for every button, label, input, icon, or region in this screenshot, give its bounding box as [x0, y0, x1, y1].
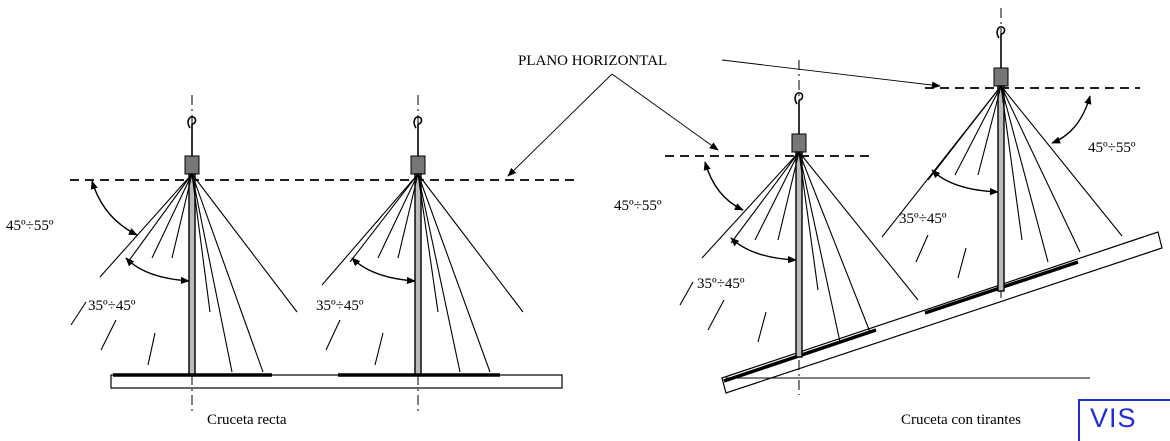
angle-label-5: 35º÷45º: [697, 276, 745, 292]
label-plano-horizontal: PLANO HORIZONTAL: [518, 53, 667, 69]
caption-cruceta-recta: Cruceta recta: [207, 412, 287, 428]
vis-badge-text: VIS: [1090, 403, 1137, 433]
angle-label-6: 35º÷45º: [899, 211, 947, 227]
angle-label-2: 35º÷45º: [88, 298, 136, 314]
crossarm-straight: [110, 373, 563, 389]
diagram-svg: PLANO HORIZONTAL 45º÷55º 35º÷45º 35º÷45º…: [6, 8, 1163, 428]
insulator-2: [321, 95, 524, 415]
angle-label-3: 35º÷45º: [316, 298, 364, 314]
leader-lines: [507, 59, 941, 177]
angle-label-4: 45º÷55º: [614, 198, 662, 214]
angle-label-1: 45º÷55º: [6, 218, 54, 234]
caption-cruceta-tirantes: Cruceta con tirantes: [901, 412, 1021, 428]
angle-label-7: 45º÷55º: [1088, 140, 1136, 156]
insulator-1: [70, 95, 298, 415]
crossarm-inclined: [721, 231, 1163, 394]
insulator-4: [881, 8, 1123, 300]
diagram-canvas: PLANO HORIZONTAL 45º÷55º 35º÷45º 35º÷45º…: [6, 8, 1170, 441]
insulator-3: [679, 60, 919, 395]
vis-badge: VIS: [1078, 399, 1170, 441]
